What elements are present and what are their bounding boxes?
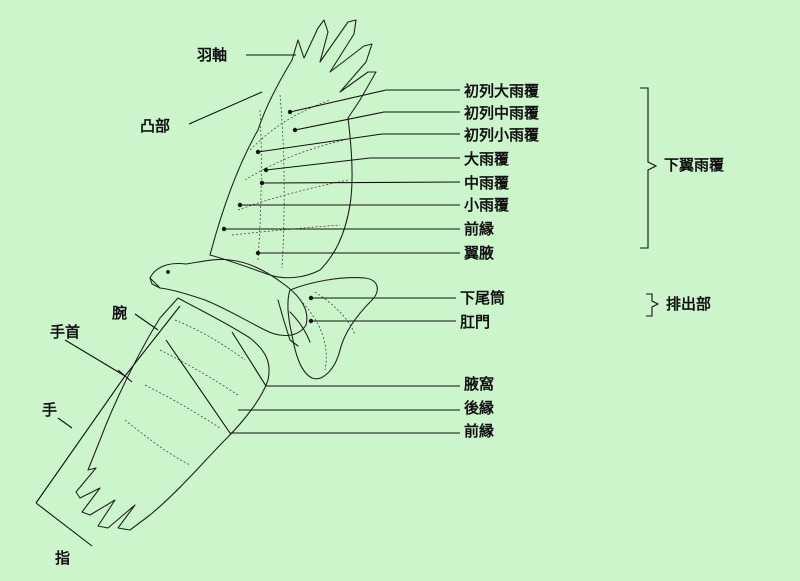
bracket-excretory	[646, 293, 660, 317]
line-hand	[35, 375, 126, 504]
label-leading-edge-lower: 前縁	[464, 422, 494, 440]
label-hand: 手	[42, 401, 57, 419]
label-convex-part: 凸部	[140, 117, 170, 135]
upper-wing-outline	[209, 19, 377, 279]
head-body-outline	[149, 258, 308, 336]
upper-covert-row-1	[249, 99, 331, 151]
label-wrist: 手首	[50, 323, 80, 341]
label-trailing-edge: 後縁	[463, 399, 494, 417]
label-primary-lesser-coverts: 初列小雨覆	[464, 126, 540, 144]
wing-segment-lines: 腕 手首 手 指	[35, 304, 181, 567]
label-armpit: 腋窩	[464, 375, 494, 393]
label-lesser-coverts: 小雨覆	[464, 196, 510, 214]
dot-primary-greater-coverts	[287, 109, 293, 115]
bracket-underwing-coverts	[640, 87, 658, 249]
leader-convex-part	[188, 91, 263, 125]
label-median-coverts: 中雨覆	[464, 174, 510, 192]
label-greater-coverts: 大雨覆	[464, 150, 510, 168]
dot-median-coverts	[259, 180, 265, 186]
leader-hand	[57, 417, 73, 429]
bird-illustration	[75, 19, 378, 531]
lower-covert-row-3	[144, 384, 221, 429]
label-fingers: 指	[55, 549, 70, 567]
label-primary-median-coverts: 初列中雨覆	[464, 104, 540, 122]
underwing-labels: 初列大雨覆 初列中雨覆 初列小雨覆 大雨覆 中雨覆 小雨覆 前縁 翼腋 下尾筒 …	[165, 82, 540, 440]
label-excretory-group: 排出部	[666, 295, 711, 313]
label-forearm: 腕	[112, 304, 127, 322]
dot-primary-median-coverts	[292, 127, 298, 133]
upper-covert-row-6	[279, 94, 285, 269]
label-undertail-coverts: 下尾筒	[460, 289, 505, 307]
leader-primary-lesser-coverts	[257, 133, 460, 153]
upper-covert-row-5	[257, 109, 262, 261]
tail-feather-lines	[299, 291, 356, 371]
legs	[277, 299, 311, 347]
lower-wing-outline	[75, 297, 270, 531]
label-axillaries: 翼腋	[463, 244, 494, 262]
lower-covert-row-2	[159, 349, 239, 396]
dot-lesser-coverts	[237, 202, 243, 208]
tail-outline	[287, 277, 378, 380]
line-forearm	[124, 305, 181, 377]
lower-covert-row-1	[174, 319, 246, 361]
leader-forearm	[134, 313, 159, 331]
upper-covert-row-4	[231, 224, 341, 236]
dot-axillaries	[255, 250, 261, 256]
dot-undertail-coverts	[308, 295, 314, 301]
dot-vent	[308, 318, 314, 324]
label-feather-shaft: 羽軸	[197, 46, 227, 64]
dot-primary-lesser-coverts	[255, 149, 261, 155]
eye	[166, 270, 170, 274]
leader-leading-edge-lower	[165, 339, 460, 434]
leader-armpit	[231, 331, 460, 387]
upper-covert-row-2	[244, 139, 346, 181]
lower-covert-row-4	[124, 419, 191, 466]
upper-covert-row-3	[237, 179, 349, 211]
label-underwing-coverts-group: 下翼雨覆	[664, 156, 725, 174]
dot-leading-edge-upper	[221, 226, 227, 232]
leader-primary-median-coverts	[294, 111, 460, 131]
label-primary-greater-coverts: 初列大雨覆	[464, 82, 540, 100]
leader-wrist	[64, 339, 126, 377]
leader-primary-greater-coverts	[289, 89, 460, 113]
dot-greater-coverts	[263, 167, 269, 173]
leader-greater-coverts	[265, 157, 460, 171]
label-vent: 肛門	[460, 313, 490, 331]
label-leading-edge-upper: 前縁	[464, 220, 494, 238]
leader-median-coverts	[263, 181, 461, 184]
beak	[149, 277, 161, 289]
line-fingers	[35, 502, 93, 547]
